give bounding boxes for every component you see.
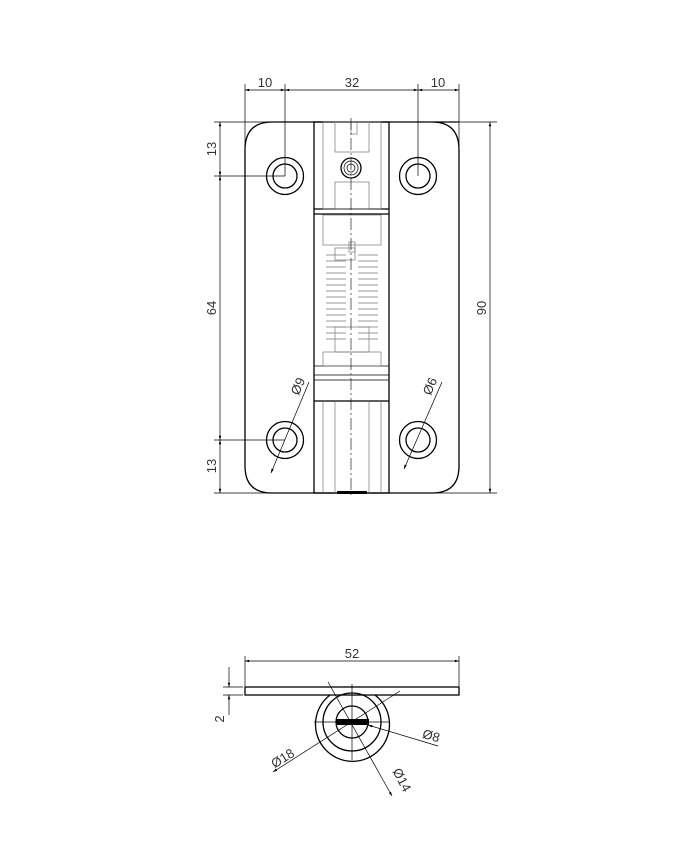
dim-pin-dia: Ø8: [421, 726, 442, 745]
dim-hole-spacing-y: 64: [204, 301, 219, 315]
dim-counterbore-dia: Ø9: [288, 375, 309, 397]
dim-thickness: 2: [212, 715, 227, 722]
dim-hole-spacing-x: 32: [345, 75, 359, 90]
mounting-hole-bottom-right: [398, 420, 438, 460]
spring: [326, 254, 378, 340]
side-dimension-lines: [223, 656, 460, 797]
dim-hole-edge-bottom: 13: [204, 459, 219, 473]
dim-overall-height: 90: [474, 301, 489, 315]
dim-barrel-dia: Ø14: [390, 766, 415, 795]
side-view: 52 2 Ø18 Ø14 Ø8: [212, 646, 460, 797]
top-view: 10 32 10 13 64 13 90 Ø9 Ø6: [204, 75, 497, 497]
dim-hole-edge-top: 13: [204, 142, 219, 156]
dim-overall-width: 52: [345, 646, 359, 661]
dim-hole-edge-right: 10: [431, 75, 445, 90]
dim-hole-edge-left: 10: [258, 75, 272, 90]
dim-hole-dia: Ø6: [420, 375, 441, 397]
pin-end: [337, 491, 367, 494]
dimension-lines: [214, 84, 497, 494]
dim-outer-dia: Ø18: [268, 745, 297, 771]
outer-knuckle: [314, 694, 391, 762]
